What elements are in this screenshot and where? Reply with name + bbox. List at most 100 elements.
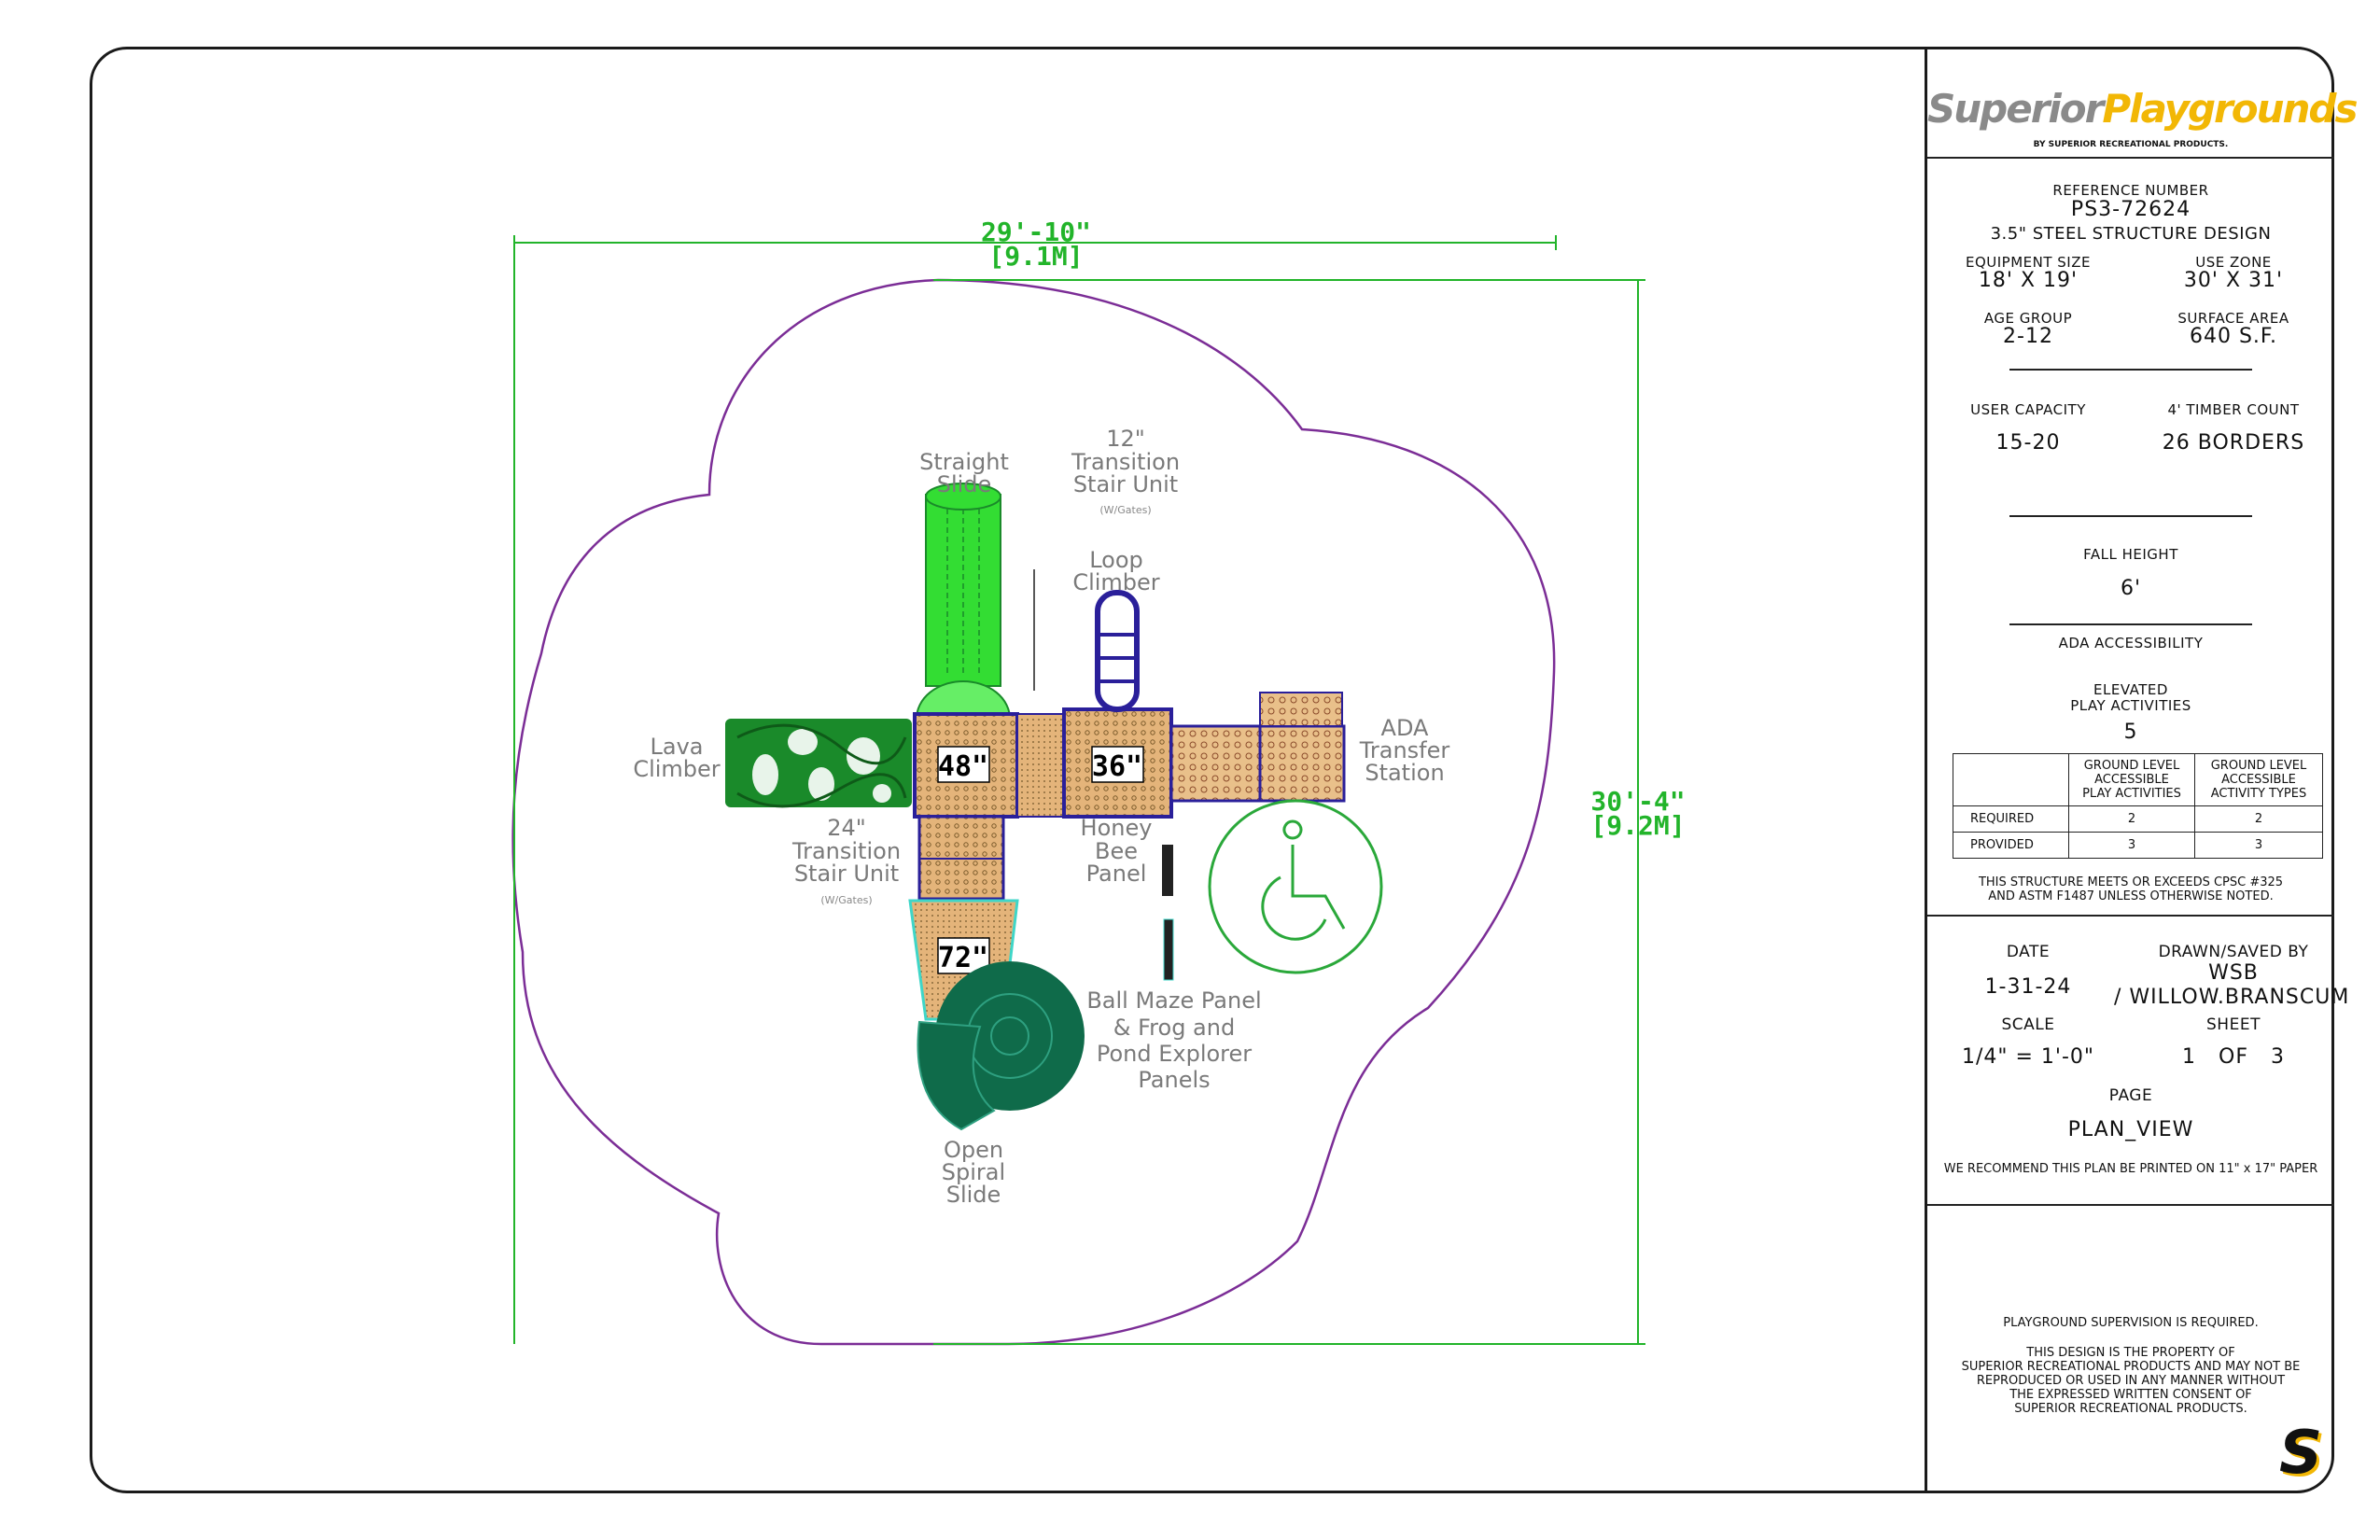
lava-climber xyxy=(725,719,912,808)
use-zone-outline xyxy=(511,278,1556,1346)
age-group-value: 2-12 xyxy=(2003,325,2053,348)
divider xyxy=(2009,623,2252,625)
height-dimension: 30'-4" [9.2M] xyxy=(933,279,1686,1345)
svg-text:24": 24" xyxy=(827,815,866,841)
table-row: REQUIRED 2 2 xyxy=(1953,805,2323,833)
loop-climber xyxy=(1095,590,1140,712)
stair-unit-12 xyxy=(1016,713,1065,818)
scale-value: 1/4" = 1'-0" xyxy=(1961,1045,2095,1069)
surface-area-label: SURFACE AREA xyxy=(2177,310,2289,327)
width-dim-metric: [9.1M] xyxy=(988,241,1083,272)
ref-label: REFERENCE NUMBER xyxy=(2052,182,2209,199)
date-value: 1-31-24 xyxy=(1984,975,2072,999)
supervision-note: PLAYGROUND SUPERVISION IS REQUIRED. xyxy=(2003,1316,2259,1330)
sheet-value: 1 OF 3 xyxy=(2182,1045,2285,1069)
stair-unit-24 xyxy=(917,815,1005,901)
straight-slide xyxy=(915,483,1012,720)
property-note-2: SUPERIOR RECREATIONAL PRODUCTS AND MAY N… xyxy=(1961,1360,2301,1374)
fall-height-value: 6' xyxy=(2120,577,2142,600)
use-zone-label: USE ZONE xyxy=(2195,254,2272,271)
surface-area-value: 640 S.F. xyxy=(2189,325,2278,348)
ada-label: ADA ACCESSIBILITY xyxy=(2058,635,2204,651)
age-group-label: AGE GROUP xyxy=(1983,310,2073,327)
svg-text:Slide: Slide xyxy=(946,1182,1001,1208)
divider xyxy=(1927,1204,2334,1206)
label-stair-12: 12" Transition Stair Unit (W/Gates) xyxy=(1033,426,1180,691)
svg-text:Transition: Transition xyxy=(791,838,901,864)
property-note-4: THE EXPRESSED WRITTEN CONSENT OF xyxy=(2009,1388,2252,1402)
width-dim-text: 29'-10" xyxy=(981,217,1091,247)
drawn-by-value: WSB xyxy=(2208,961,2259,985)
label-loop-climber: Loop Climber xyxy=(1072,547,1159,595)
svg-text:Stair Unit: Stair Unit xyxy=(1073,471,1178,497)
ref-value: PS3-72624 xyxy=(2070,198,2191,221)
svg-text:Stair Unit: Stair Unit xyxy=(794,861,899,887)
title-block: SuperiorPlaygrounds BY SUPERIOR RECREATI… xyxy=(1925,47,2359,1493)
svg-text:Transfer: Transfer xyxy=(1359,737,1450,763)
ada-wheelchair-symbol xyxy=(1208,799,1383,974)
fall-height-label: FALL HEIGHT xyxy=(2083,546,2178,563)
use-zone-value: 30' X 31' xyxy=(2183,269,2284,292)
equip-size-label: EQUIPMENT SIZE xyxy=(1965,254,2091,271)
timber-count-value: 26 BORDERS xyxy=(2162,431,2305,455)
table-row: PROVIDED 3 3 xyxy=(1953,832,2323,859)
property-note-1: THIS DESIGN IS THE PROPERTY OF xyxy=(2026,1346,2235,1360)
corner-logo-icon: S xyxy=(2278,1419,2323,1488)
svg-text:36": 36" xyxy=(1092,750,1142,783)
height-dim-text: 30'-4" xyxy=(1590,786,1685,817)
svg-text:Panel: Panel xyxy=(1086,861,1147,887)
user-capacity-value: 15-20 xyxy=(1995,431,2061,455)
table-corner xyxy=(1953,753,2069,806)
svg-text:Open: Open xyxy=(944,1137,1003,1163)
label-ball-maze: Ball Maze Panel & Frog and Pond Explorer… xyxy=(1086,987,1261,1093)
structure-design: 3.5" STEEL STRUCTURE DESIGN xyxy=(1990,224,2272,244)
plan-view-drawing: 29'-10" [9.1M] 30'-4" [9.2M] 48" xyxy=(511,217,1686,1346)
svg-text:ADA: ADA xyxy=(1381,715,1429,741)
sheet-label: SHEET xyxy=(2206,1015,2261,1034)
height-dim-metric: [9.2M] xyxy=(1590,810,1685,841)
drawn-by-label: DRAWN/SAVED BY xyxy=(2158,943,2309,961)
divider xyxy=(1927,915,2334,917)
svg-text:(W/Gates): (W/Gates) xyxy=(1099,504,1151,516)
deck-48: 48" xyxy=(913,712,1019,819)
svg-text:Climber: Climber xyxy=(633,756,720,782)
label-lava-climber: Lava Climber xyxy=(633,734,720,782)
divider xyxy=(1927,157,2334,159)
open-spiral-slide xyxy=(917,961,1085,1131)
svg-text:48": 48" xyxy=(938,750,988,783)
cpsc-note-1: THIS STRUCTURE MEETS OR EXCEEDS CPSC #32… xyxy=(1978,875,2284,889)
elevated-label-1: ELEVATED xyxy=(2093,681,2168,698)
svg-text:Panels: Panels xyxy=(1138,1067,1210,1093)
width-dimension: 29'-10" [9.1M] xyxy=(513,217,1557,1344)
drawn-by-value-2: / WILLOW.BRANSCUM xyxy=(2114,986,2350,1009)
svg-text:12": 12" xyxy=(1106,426,1145,452)
divider xyxy=(2009,369,2252,371)
svg-text:Pond Explorer: Pond Explorer xyxy=(1097,1041,1252,1067)
svg-text:Ball Maze Panel: Ball Maze Panel xyxy=(1086,987,1261,1014)
timber-count-label: 4' TIMBER COUNT xyxy=(2167,401,2300,418)
svg-text:Slide: Slide xyxy=(937,471,992,497)
svg-text:Bee: Bee xyxy=(1095,838,1138,864)
page-value: PLAN_VIEW xyxy=(2067,1118,2194,1141)
user-capacity-label: USER CAPACITY xyxy=(1970,401,2086,418)
label-honey-bee: Honey Bee Panel xyxy=(1081,815,1153,887)
elevated-value: 5 xyxy=(2123,721,2138,744)
print-note: WE RECOMMEND THIS PLAN BE PRINTED ON 11"… xyxy=(1943,1162,2318,1176)
svg-text:Climber: Climber xyxy=(1072,569,1159,595)
svg-text:& Frog and: & Frog and xyxy=(1113,1015,1235,1041)
logo-subtitle: BY SUPERIOR RECREATIONAL PRODUCTS. xyxy=(2033,140,2229,149)
svg-text:Station: Station xyxy=(1365,760,1444,786)
property-note-3: REPRODUCED OR USED IN ANY MANNER WITHOUT xyxy=(1976,1374,2286,1388)
label-spiral-slide: Open Spiral Slide xyxy=(942,1137,1005,1208)
label-ada-transfer: ADA Transfer Station xyxy=(1359,715,1450,786)
page-label: PAGE xyxy=(2108,1086,2153,1105)
equip-size-value: 18' X 19' xyxy=(1978,269,2079,292)
scale-label: SCALE xyxy=(2001,1015,2055,1034)
svg-text:Spiral: Spiral xyxy=(942,1159,1005,1185)
divider xyxy=(2009,515,2252,517)
svg-text:Honey: Honey xyxy=(1081,815,1153,841)
company-logo: SuperiorPlaygrounds xyxy=(1927,86,2359,132)
